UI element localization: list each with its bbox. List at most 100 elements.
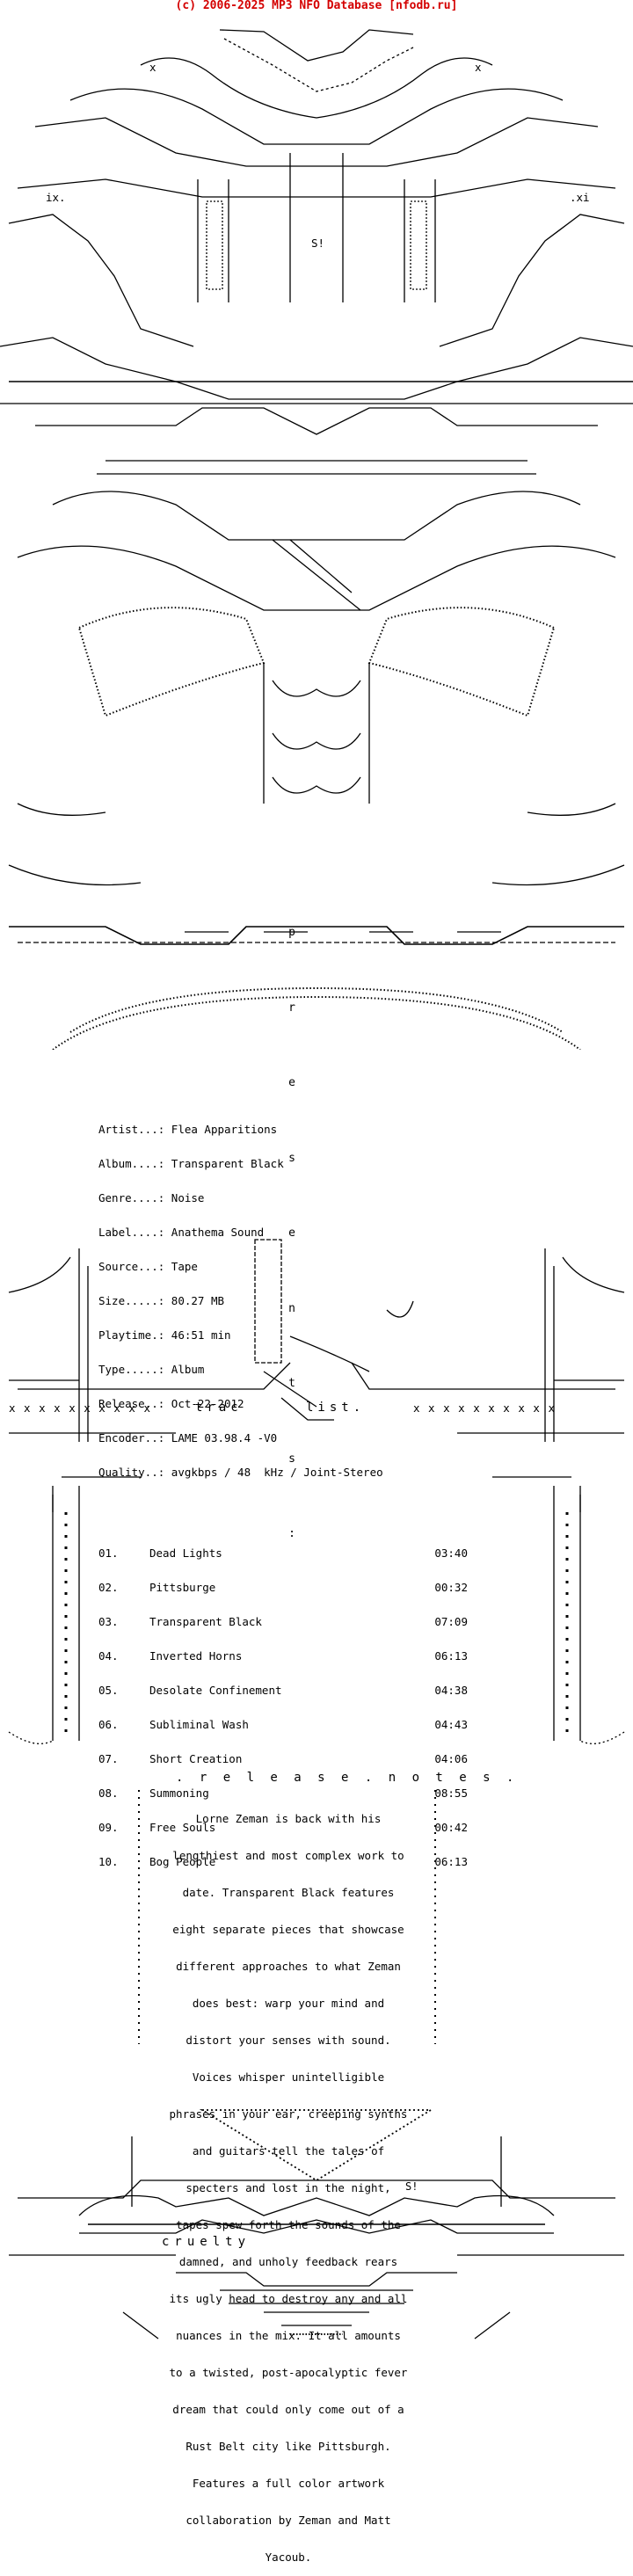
info-label: Quality..: [98,1466,165,1479]
footer-s-mark: S! [405,2180,418,2193]
track-time: 06:13 [434,1855,468,1868]
info-row: Playtime.: 46:51 min [98,1329,383,1341]
track-number: 08. [98,1786,119,1800]
info-row: Artist...: Flea Apparitions [98,1124,383,1135]
notes-line: lengthiest and most complex work to [172,1849,404,1862]
notes-line: Yacoub. [265,2551,312,2564]
track-number: 10. [98,1855,119,1868]
track-number: 03. [98,1615,119,1628]
info-value: 80.27 MB [171,1294,225,1307]
track-time: 08:55 [434,1786,468,1800]
footer-ascii-art [0,2101,633,2353]
track-time: 04:43 [434,1718,468,1731]
presents-letter: e [288,1226,295,1240]
footer-cruelty: cruelty [162,2235,251,2249]
notes-line: different approaches to what Zeman [176,1960,401,1973]
tracklist-heading-left: trac [195,1401,243,1415]
release-info: Artist...: Flea Apparitions Album....: T… [98,1101,383,1489]
track-time: 00:42 [434,1821,468,1834]
notes-line: specters and lost in the night, [186,2181,391,2194]
notes-line: phrases in your ear, creeping synths [169,2107,408,2121]
track-title: Desolate Confinement [149,1684,282,1697]
tracklist-frame-art [0,1477,633,1767]
track-title: Short Creation [149,1752,243,1765]
art-mark-x-left: x [149,61,156,74]
info-label: Release..: [98,1397,165,1410]
track-title: Inverted Horns [149,1649,243,1663]
info-label: Album....: [98,1157,165,1170]
info-value: Tape [171,1260,198,1273]
tracklist-header-art [0,1231,633,1512]
info-label: Playtime.: [98,1328,165,1342]
info-row: Release..: Oct-22-2012 [98,1398,383,1409]
info-label: Label....: [98,1226,165,1239]
presents-letter: s [288,1452,295,1466]
x-row-left: x x x x x x x x x x [9,1401,151,1415]
track-number: 04. [98,1649,119,1663]
track-time: 00:32 [434,1581,468,1594]
info-value: avgkbps / 48 kHz / Joint-Stereo [171,1466,383,1479]
track-row: 02. Pittsburge 00:32 [98,1582,468,1593]
info-label: Artist...: [98,1123,165,1136]
info-value: Noise [171,1191,205,1204]
track-number: 06. [98,1718,119,1731]
info-row: Encoder..: LAME 03.98.4 -V0 [98,1432,383,1444]
x-row-right: x x x x x x x x x x [413,1401,556,1415]
notes-line: collaboration by Zeman and Matt [186,2514,391,2527]
notes-line: date. Transparent Black features [182,1886,395,1899]
info-value: Album [171,1363,205,1376]
presents-letter: r [288,1001,295,1015]
info-label: Size.....: [98,1294,165,1307]
track-row: 09. Free Souls 00:42 [98,1822,468,1833]
track-title: Free Souls [149,1821,216,1834]
notes-line: distort your senses with sound. [186,2034,391,2047]
info-value: Anathema Sound [171,1226,265,1239]
presents-letter: : [288,1527,295,1540]
track-number: 09. [98,1821,119,1834]
notes-line: to a twisted, post-apocalyptic fever [169,2366,408,2379]
notes-line: Lorne Zeman is back with his [195,1812,382,1825]
art-mark-xi-right: .xi [570,191,590,204]
notes-line: Rust Belt city like Pittsburgh. [186,2440,391,2453]
track-time: 04:38 [434,1684,468,1697]
presents-letter: p [288,926,295,939]
track-time: 03:40 [434,1546,468,1560]
release-notes-frame [0,1785,633,2048]
notes-line: nuances in the mix. It all amounts [176,2329,401,2342]
track-title: Transparent Black [149,1615,262,1628]
info-row: Size.....: 80.27 MB [98,1295,383,1306]
info-label: Genre....: [98,1191,165,1204]
info-row: Genre....: Noise [98,1192,383,1204]
info-value: Oct-22-2012 [171,1397,244,1410]
info-value: Flea Apparitions [171,1123,278,1136]
presents-letter: t [288,1377,295,1390]
info-value: LAME 03.98.4 -V0 [171,1431,278,1444]
info-row: Source...: Tape [98,1261,383,1272]
track-number: 07. [98,1752,119,1765]
track-row: 08. Summoning 08:55 [98,1787,468,1799]
info-value: Transparent Black [171,1157,284,1170]
notes-line: its ugly head to destroy any and all [169,2292,408,2305]
presents-letter: e [288,1076,295,1089]
info-label: Encoder..: [98,1431,165,1444]
tracklist-heading-right: list. [306,1401,366,1415]
track-title: Pittsburge [149,1581,216,1594]
release-notes-heading: . r e l e a s e . n o t e s . [176,1771,519,1785]
site-header: (c) 2006-2025 MP3 NFO Database [nfodb.ru… [175,0,458,12]
art-mark-x-right: x [475,61,482,74]
track-title: Summoning [149,1786,209,1800]
info-row: Label....: Anathema Sound [98,1226,383,1238]
art-mark-s: S! [311,236,325,250]
track-title: Subliminal Wash [149,1718,249,1731]
notes-line: eight separate pieces that showcase [172,1923,404,1936]
track-number: 02. [98,1581,119,1594]
track-title: Dead Lights [149,1546,222,1560]
notes-line: Features a full color artwork [192,2477,385,2490]
